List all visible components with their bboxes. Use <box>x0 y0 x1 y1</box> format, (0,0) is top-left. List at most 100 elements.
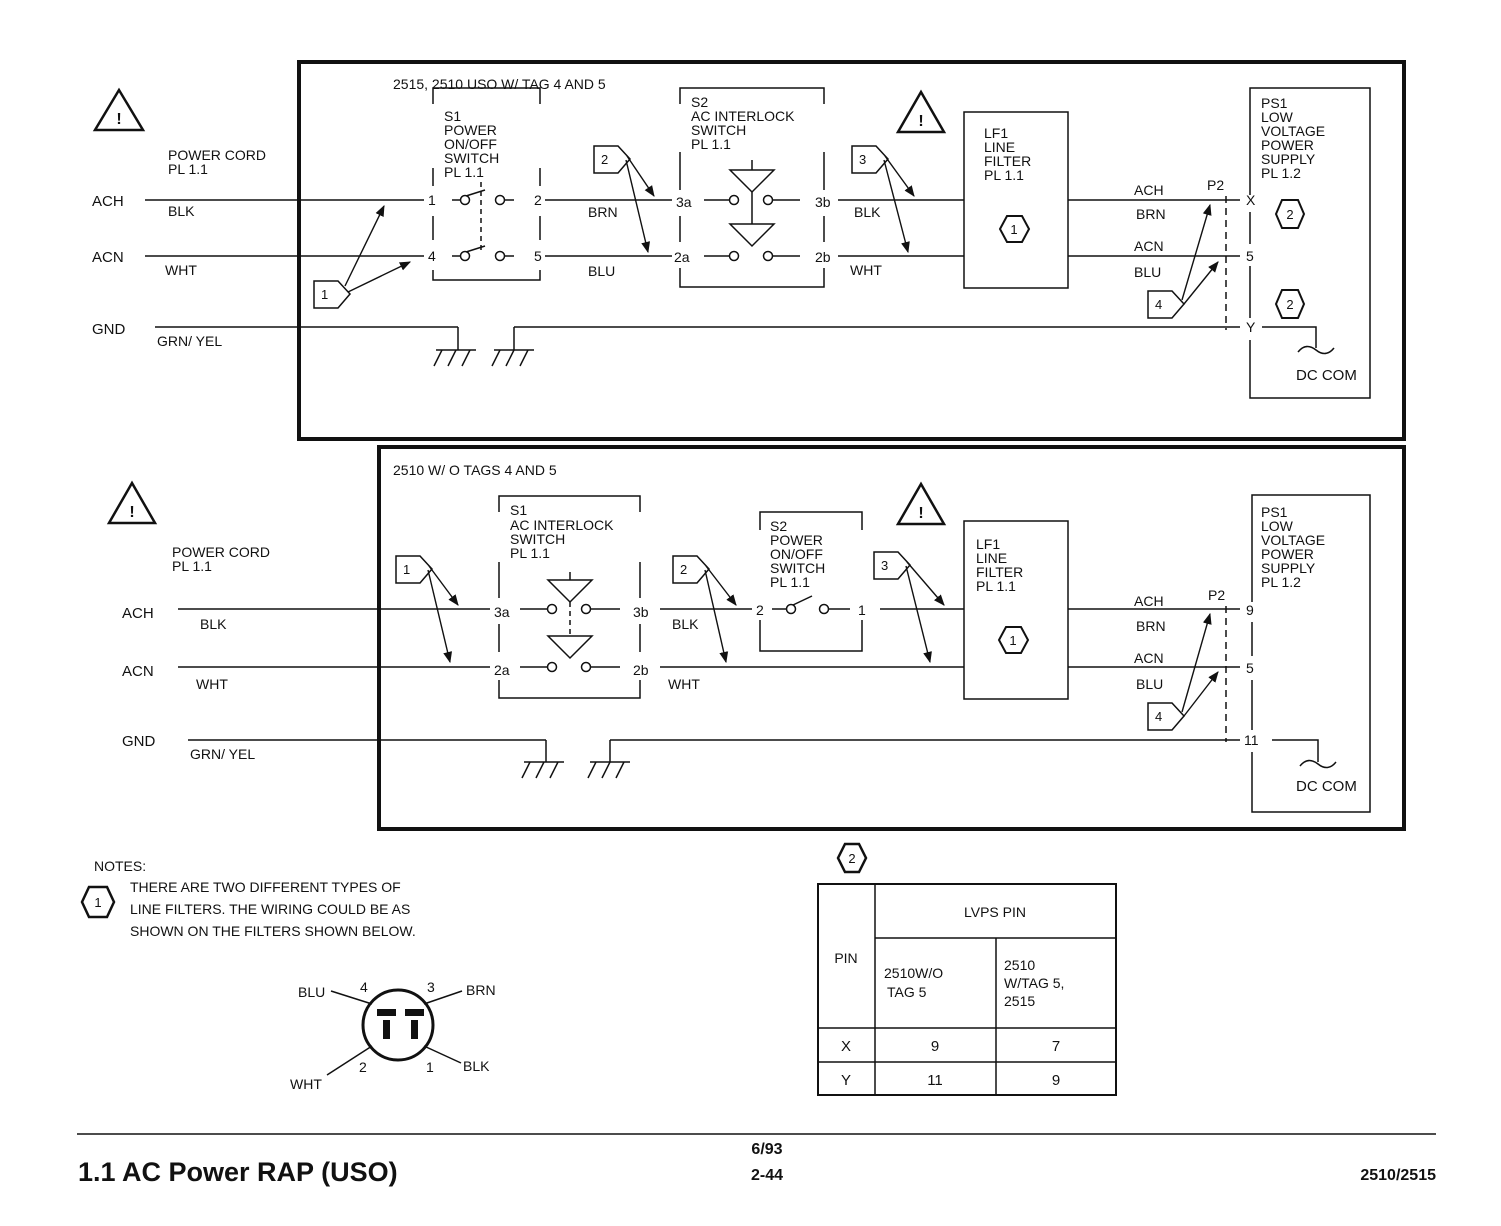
note-line: THERE ARE TWO DIFFERENT TYPES OF <box>130 879 401 895</box>
note-line: LINE FILTERS. THE WIRING COULD BE AS <box>130 901 410 917</box>
svg-text:4: 4 <box>428 248 436 264</box>
hex-note-icon <box>1274 199 1306 229</box>
footer-model: 2510/2515 <box>1360 1167 1436 1184</box>
svg-text:WHT: WHT <box>850 262 882 278</box>
table-cell: Y <box>841 1072 851 1089</box>
table-cell: X <box>841 1038 851 1055</box>
svg-text:2: 2 <box>680 562 687 577</box>
svg-text:4: 4 <box>1155 709 1162 724</box>
svg-text:PL 1.1: PL 1.1 <box>976 578 1016 594</box>
svg-text:2510: 2510 <box>1004 957 1035 973</box>
filter-connector-diagram: 4 3 2 1 BLU BRN WHT BLK <box>290 979 496 1092</box>
ground-icon <box>521 761 564 779</box>
svg-text:BRN: BRN <box>1136 206 1166 222</box>
svg-text:BLU: BLU <box>588 263 615 279</box>
svg-text:LINE: LINE <box>984 139 1015 155</box>
svg-text:2515: 2515 <box>1004 993 1035 1009</box>
svg-text:1: 1 <box>858 602 866 618</box>
top-tag-3: 3 <box>851 145 915 254</box>
bottom-s1-switch: S1 AC INTERLOCK SWITCH PL 1.1 3a 3b 2a 2… <box>494 495 649 699</box>
svg-text:3: 3 <box>859 152 866 167</box>
svg-text:VOLTAGE: VOLTAGE <box>1261 532 1325 548</box>
bottom-frame <box>377 445 1406 831</box>
svg-text:POWER: POWER <box>1261 546 1314 562</box>
svg-text:BLK: BLK <box>463 1058 490 1074</box>
svg-text:ACH: ACH <box>1134 182 1164 198</box>
svg-text:2: 2 <box>534 192 542 208</box>
svg-text:4: 4 <box>360 979 368 995</box>
svg-text:PL 1.1: PL 1.1 <box>770 574 810 590</box>
svg-text:1: 1 <box>1009 633 1016 648</box>
svg-text:SUPPLY: SUPPLY <box>1261 151 1316 167</box>
bottom-tag-1: 1 <box>395 555 459 664</box>
svg-text:Y: Y <box>1246 319 1256 335</box>
svg-text:2b: 2b <box>633 662 649 678</box>
svg-text:PL 1.1: PL 1.1 <box>172 558 212 574</box>
svg-text:5: 5 <box>1246 248 1254 264</box>
svg-text:P2: P2 <box>1207 177 1224 193</box>
svg-text:BRN: BRN <box>1136 618 1166 634</box>
svg-text:1: 1 <box>426 1059 434 1075</box>
svg-text:1: 1 <box>403 562 410 577</box>
top-lf1-line-filter: LF1 LINE FILTER PL 1.1 1 <box>963 111 1069 289</box>
top-power-cord-pl: PL 1.1 <box>168 161 208 177</box>
svg-text:3b: 3b <box>633 604 649 620</box>
svg-text:LF1: LF1 <box>976 536 1000 552</box>
svg-text:2: 2 <box>756 602 764 618</box>
hex-note-icon <box>80 885 116 919</box>
svg-text:2: 2 <box>848 851 855 866</box>
svg-text:1: 1 <box>428 192 436 208</box>
svg-text:11: 11 <box>1244 732 1259 748</box>
svg-text:PL 1.1: PL 1.1 <box>444 164 484 180</box>
svg-text:LINE: LINE <box>976 550 1007 566</box>
svg-text:3: 3 <box>881 558 888 573</box>
svg-text:FILTER: FILTER <box>976 564 1023 580</box>
svg-text:ON/OFF: ON/OFF <box>770 546 823 562</box>
svg-text:PL 1.2: PL 1.2 <box>1261 574 1301 590</box>
bottom-lf1-line-filter: LF1 LINE FILTER PL 1.1 1 <box>963 520 1069 700</box>
svg-text:PS1: PS1 <box>1261 95 1288 111</box>
svg-text:POWER CORD: POWER CORD <box>172 544 270 560</box>
bottom-tag-4: 4 <box>1147 612 1219 731</box>
bottom-tag-2: 2 <box>672 555 737 664</box>
ground-icon <box>491 349 534 367</box>
svg-text:P2: P2 <box>1208 587 1225 603</box>
svg-text:BRN: BRN <box>466 982 496 998</box>
svg-text:AC INTERLOCK: AC INTERLOCK <box>510 517 614 533</box>
svg-text:3b: 3b <box>815 194 831 210</box>
top-frame <box>297 60 1406 441</box>
svg-text:BLK: BLK <box>854 204 881 220</box>
svg-text:2: 2 <box>601 152 608 167</box>
hex-note-icon <box>998 215 1031 243</box>
svg-text:POWER: POWER <box>444 122 497 138</box>
top-title: 2515, 2510 USO W/ TAG 4 AND 5 <box>393 76 606 92</box>
svg-text:VOLTAGE: VOLTAGE <box>1261 123 1325 139</box>
svg-text:!: ! <box>116 111 121 128</box>
top-s2-switch: S2 AC INTERLOCK SWITCH PL 1.1 3a 3b 2a 2… <box>674 87 831 288</box>
svg-text:2: 2 <box>1286 207 1293 222</box>
dc-common-icon <box>1299 759 1337 769</box>
svg-text:!: ! <box>918 113 923 130</box>
top-tag-1: 1 <box>313 204 412 309</box>
bottom-ps1-power-supply: PS1 LOW VOLTAGE POWER SUPPLY PL 1.2 DC C… <box>1251 494 1371 813</box>
svg-text:LOW: LOW <box>1261 109 1294 125</box>
svg-text:TAG 5: TAG 5 <box>887 984 927 1000</box>
svg-text:2a: 2a <box>674 249 690 265</box>
svg-text:GND: GND <box>122 733 156 750</box>
svg-text:WHT: WHT <box>196 676 228 692</box>
svg-text:SWITCH: SWITCH <box>770 560 825 576</box>
svg-text:FILTER: FILTER <box>984 153 1031 169</box>
svg-text:PL 1.1: PL 1.1 <box>984 167 1024 183</box>
ground-icon <box>433 349 476 367</box>
svg-text:S2: S2 <box>691 94 708 110</box>
top-tag-2: 2 <box>593 145 655 254</box>
hex-note-icon <box>1274 289 1306 319</box>
svg-text:PL 1.1: PL 1.1 <box>691 136 731 152</box>
hex-note-icon <box>836 842 868 874</box>
top-acn-label: ACN <box>92 249 124 266</box>
svg-text:!: ! <box>129 504 134 521</box>
svg-text:SWITCH: SWITCH <box>510 531 565 547</box>
svg-text:LVPS PIN: LVPS PIN <box>964 904 1026 920</box>
svg-text:LF1: LF1 <box>984 125 1008 141</box>
svg-text:AC INTERLOCK: AC INTERLOCK <box>691 108 795 124</box>
